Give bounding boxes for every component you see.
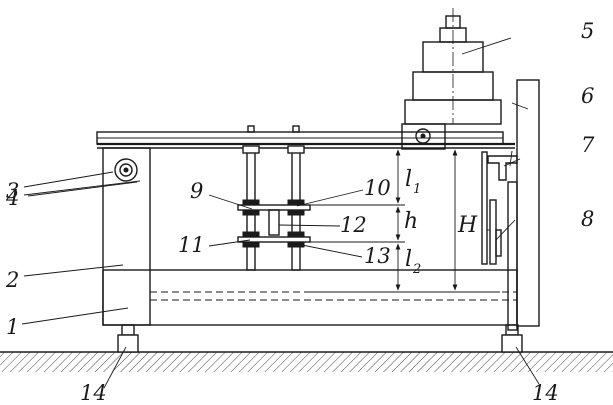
label-4: 4 [5,186,19,210]
label-14-left: 14 [80,381,107,405]
dim-H: H [457,213,478,238]
left-wall [102,147,151,326]
label-11: 11 [178,233,205,257]
column [507,79,540,331]
label-8: 8 [581,207,594,231]
dim-l2-sub: 2 [412,262,421,277]
label-10: 10 [364,176,391,200]
label-1: 1 [6,315,19,339]
dim-l1-sub: 1 [413,182,421,197]
label-5: 5 [581,19,594,43]
label-7: 7 [581,133,595,157]
label-2: 2 [5,268,19,292]
beam [96,131,515,149]
leveling-foot-left [117,324,139,353]
leveling-foot-right [501,324,523,353]
label-13: 13 [364,244,391,268]
label-3: 3 [6,179,19,203]
label-9: 9 [190,179,203,203]
label-14-right: 14 [532,381,559,405]
handwheel [114,158,138,182]
dim-h: h [404,209,418,234]
label-12: 12 [340,213,367,237]
dim-l2: l [405,247,412,272]
motor [401,8,502,150]
leader-lines [21,37,540,389]
dim-l1: l [405,167,412,192]
gauge [481,151,502,265]
label-6: 6 [581,84,594,108]
bracket [487,155,518,181]
dimension-lines [304,147,500,293]
clamp-assembly [237,125,311,271]
